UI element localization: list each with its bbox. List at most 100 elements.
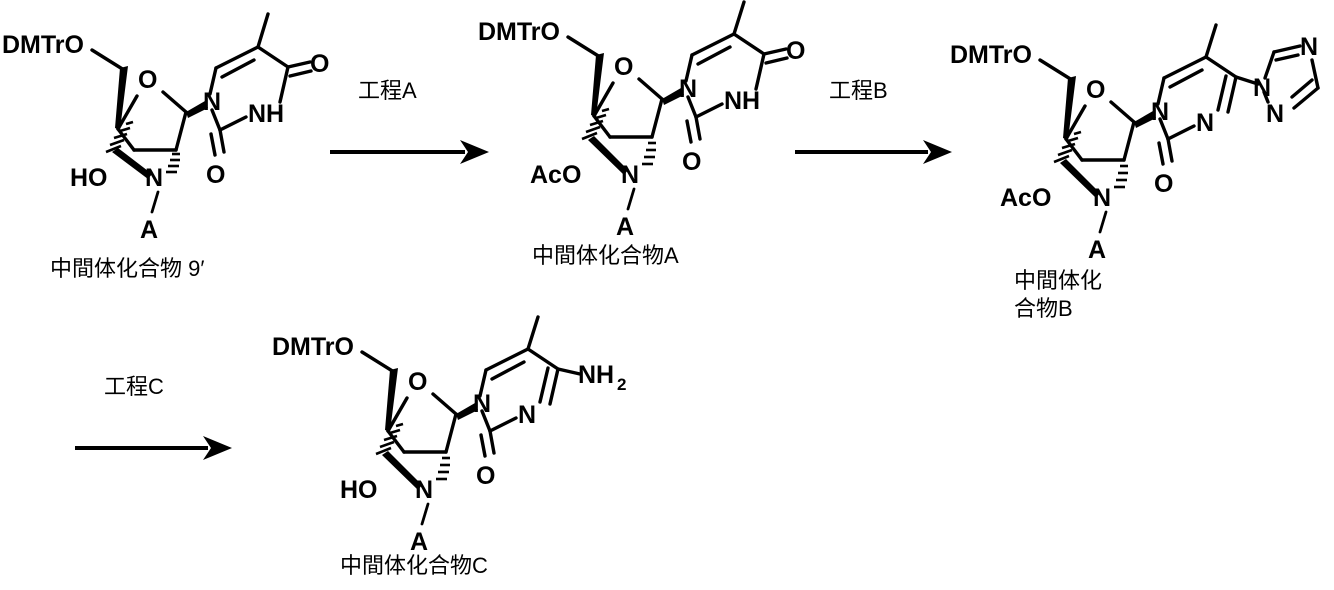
dmtro-label-1: DMTrO bbox=[2, 31, 84, 59]
bond-c5-methyl-2 bbox=[732, 0, 746, 36]
bond-c3-c4-4 bbox=[386, 429, 406, 454]
bond-c2-o-dbl-a-4 bbox=[488, 429, 496, 455]
base-n3-label-2: NH bbox=[724, 87, 760, 115]
aziridine-a-label-1: A bbox=[140, 216, 158, 244]
bond-c4-o-4 bbox=[386, 396, 409, 433]
aziridine-n-label-1: N bbox=[145, 164, 163, 192]
bond-n1-c6-4 bbox=[478, 368, 488, 398]
bond-dmtro-ch2-1 bbox=[90, 48, 126, 72]
bond-c2-n1-3 bbox=[1158, 117, 1170, 141]
bond-c2-n1-4 bbox=[480, 409, 492, 433]
bond-c1-c2-1 bbox=[174, 110, 188, 152]
triazole-n4-label-3: N bbox=[1300, 33, 1318, 61]
bond-o-c1-1 bbox=[161, 90, 188, 114]
hash-c2-n-3 bbox=[1114, 164, 1128, 189]
hash-c3-quaternary-4 bbox=[375, 422, 404, 456]
compound-b-caption-line1: 中間体化 bbox=[1014, 268, 1102, 293]
bond-c2-n1-1 bbox=[210, 108, 222, 132]
bond-dmtro-ch2-2 bbox=[566, 35, 602, 59]
hash-c2-n-1 bbox=[166, 152, 180, 174]
base-n3-label-3: N bbox=[1196, 109, 1214, 137]
bond-c4-n3-2 bbox=[754, 52, 766, 91]
bond-triazole-c5-n4-inner-3 bbox=[1274, 53, 1300, 62]
aziridine-a-label-4: A bbox=[410, 528, 428, 556]
hash-c3-quaternary-1 bbox=[105, 120, 134, 154]
step-c-label: 工程C bbox=[104, 374, 164, 399]
triazole-n2-label-3: N bbox=[1266, 100, 1284, 128]
bond-triazole-n1-c5-3 bbox=[1263, 50, 1276, 80]
compound-c-caption: 中間体化合物C bbox=[340, 553, 488, 578]
bond-c6-c5-inner-3 bbox=[1168, 68, 1204, 89]
dmtro-label-2: DMTrO bbox=[478, 18, 560, 46]
ring-oxygen-label-1: O bbox=[138, 66, 157, 94]
bond-c2-o-dbl-a-3 bbox=[1166, 137, 1174, 163]
base-c4-oxygen-label-1: O bbox=[310, 50, 329, 78]
base-n3-label-1: NH bbox=[248, 100, 284, 128]
bond-c2-o-dbl-a-1 bbox=[218, 128, 226, 154]
base-c2-oxygen-label-1: O bbox=[206, 161, 225, 189]
bond-c3-c4-1 bbox=[116, 127, 136, 152]
bond-c4-o-dbl-b-1 bbox=[288, 69, 313, 78]
bond-c6-c5-inner-2 bbox=[696, 45, 732, 66]
bond-c5-methyl-3 bbox=[1204, 23, 1218, 59]
bond-c4-n3-dbl-b-4 bbox=[538, 366, 550, 404]
wedge-quaternary-n-1 bbox=[112, 148, 152, 179]
bond-n-a-1 bbox=[150, 190, 160, 214]
bond-c6-c5-4 bbox=[484, 347, 530, 372]
bond-triazole-n4-c3-3 bbox=[1310, 58, 1320, 90]
wedge-quaternary-n-3 bbox=[1060, 159, 1100, 198]
aco-label-2: AcO bbox=[530, 161, 581, 189]
compound-b: DMTrO O N AcO A N bbox=[950, 23, 1320, 321]
bond-dmtro-ch2-3 bbox=[1038, 58, 1074, 82]
wedge-c1-n1-2 bbox=[662, 88, 684, 105]
bond-c5-c4-4 bbox=[526, 347, 560, 371]
bond-o-c1-4 bbox=[431, 392, 458, 416]
wedge-quaternary-n-4 bbox=[382, 451, 422, 490]
bond-c2-o-dbl-b-4 bbox=[479, 433, 487, 458]
step-a-arrow-head bbox=[460, 140, 489, 164]
step-c-arrow-group: 工程C bbox=[75, 374, 232, 460]
dmtro-label-3: DMTrO bbox=[950, 41, 1032, 69]
wedge-c4-ch2-2 bbox=[591, 53, 604, 117]
bond-n-a-3 bbox=[1098, 210, 1108, 234]
bond-n3-c2-4 bbox=[488, 416, 518, 433]
bond-n1-c6-1 bbox=[208, 66, 218, 96]
step-a-label: 工程A bbox=[358, 78, 417, 103]
bond-c2-o-dbl-b-2 bbox=[685, 119, 693, 144]
ring-oxygen-label-4: O bbox=[408, 368, 427, 396]
base-n3-label-4: N bbox=[518, 401, 536, 429]
amine-label-4: NH bbox=[578, 361, 614, 389]
bond-dmtro-ch2-4 bbox=[360, 350, 396, 374]
base-n1-label-2: N bbox=[679, 75, 697, 103]
bond-c6-c5-inner-4 bbox=[490, 360, 526, 381]
bond-c5-c4-2 bbox=[732, 32, 766, 56]
aziridine-a-label-3: A bbox=[1088, 236, 1106, 264]
bond-c3-c4-2 bbox=[592, 114, 612, 139]
ho-label-1: HO bbox=[70, 164, 108, 192]
amine-subscript-4: 2 bbox=[617, 375, 626, 394]
bond-c1-c2-3 bbox=[1122, 120, 1136, 162]
bond-n-a-4 bbox=[420, 502, 430, 526]
bond-c6-c5-3 bbox=[1162, 55, 1208, 80]
aziridine-n-label-2: N bbox=[621, 161, 639, 189]
bond-n-a-2 bbox=[626, 187, 636, 211]
ring-oxygen-label-3: O bbox=[1086, 76, 1105, 104]
triazole-n1-label-3: N bbox=[1253, 74, 1271, 102]
hash-c2-n-4 bbox=[436, 456, 450, 481]
step-b-arrow-group: 工程B bbox=[795, 78, 952, 164]
bond-c5-methyl-1 bbox=[256, 12, 270, 49]
base-c2-oxygen-label-4: O bbox=[476, 462, 495, 490]
bond-o-c1-2 bbox=[637, 77, 664, 101]
wedge-c1-n1-1 bbox=[186, 101, 208, 118]
wedge-c1-n1-3 bbox=[1134, 111, 1156, 128]
compound-c: DMTrO O N HO A N bbox=[272, 315, 626, 578]
bond-c1-c2-4 bbox=[444, 412, 458, 454]
bond-c2-o-dbl-a-2 bbox=[694, 115, 702, 141]
hash-c3-quaternary-3 bbox=[1053, 130, 1082, 164]
bond-c4-n3-1 bbox=[278, 65, 290, 104]
wedge-quaternary-n-2 bbox=[588, 136, 628, 175]
hash-c2-n-2 bbox=[642, 141, 656, 166]
bond-c5-c4-3 bbox=[1204, 55, 1238, 79]
ho-label-4: HO bbox=[340, 476, 378, 504]
